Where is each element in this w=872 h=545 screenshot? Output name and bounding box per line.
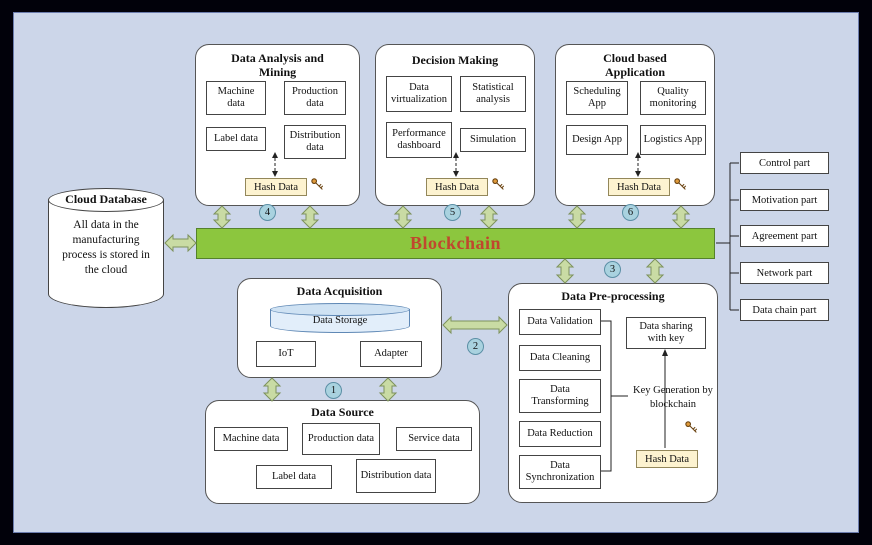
panel-data-source-title: Data Source <box>311 405 374 419</box>
decision-statistical-box: Statistical analysis <box>460 76 526 112</box>
source-machine-data-box: Machine data <box>214 427 288 451</box>
panel-data-acquisition-title: Data Acquisition <box>296 284 383 298</box>
source-production-data-box: Production data <box>302 423 380 455</box>
key-icon <box>673 177 688 197</box>
acquisition-iot-box: IoT <box>256 341 316 367</box>
analysis-machine-data-box: Machine data <box>206 81 266 115</box>
preproc-cleaning-box: Data Cleaning <box>519 345 601 371</box>
preproc-data-sharing-box: Data sharing with key <box>626 317 706 349</box>
right-part-control: Control part <box>740 152 829 174</box>
panel-cloud-application-title: Cloud based Application <box>603 51 667 80</box>
cloudapp-design-box: Design App <box>566 125 628 155</box>
decision-dashboard-box: Performance dashboard <box>386 122 452 158</box>
step-badge-4: 4 <box>259 204 276 221</box>
panel-data-acquisition: Data Acquisition Data Storage IoT Adapte… <box>237 278 442 378</box>
cloud-database-description: All data in the manufacturing process is… <box>62 219 150 276</box>
key-icon <box>310 177 325 197</box>
source-service-data-box: Service data <box>396 427 472 451</box>
panel-data-analysis-title: Data Analysis and Mining <box>231 51 324 80</box>
step-badge-3: 3 <box>604 261 621 278</box>
panel-data-source: Data Source Machine data Production data… <box>205 400 480 504</box>
decision-virtualization-box: Data virtualization <box>386 76 452 112</box>
panel-data-preprocessing: Data Pre-processing Data Validation Data… <box>508 283 718 503</box>
key-icon <box>684 420 699 440</box>
analysis-production-data-box: Production data <box>284 81 346 115</box>
cloud-database-title: Cloud Database <box>65 192 147 206</box>
panel-decision-making-title: Decision Making <box>411 53 499 67</box>
step-badge-2: 2 <box>467 338 484 355</box>
right-part-datachain: Data chain part <box>740 299 829 321</box>
preproc-hash-data-box: Hash Data <box>636 450 698 468</box>
cloudapp-logistics-box: Logistics App <box>640 125 706 155</box>
data-storage-label: Data Storage <box>312 315 368 326</box>
preproc-reduction-box: Data Reduction <box>519 421 601 447</box>
source-distribution-data-box: Distribution data <box>356 459 436 493</box>
data-storage-top <box>270 303 410 316</box>
decision-simulation-box: Simulation <box>460 128 526 152</box>
analysis-hash-data-box: Hash Data <box>245 178 307 196</box>
cloudapp-hash-data-box: Hash Data <box>608 178 670 196</box>
preproc-synchronization-box: Data Synchronization <box>519 455 601 489</box>
blockchain-bar: Blockchain <box>196 228 715 259</box>
right-part-agreement: Agreement part <box>740 225 829 247</box>
decision-hash-data-box: Hash Data <box>426 178 488 196</box>
panel-cloud-application: Cloud based Application Scheduling App Q… <box>555 44 715 206</box>
panel-data-analysis: Data Analysis and Mining Machine data Pr… <box>195 44 360 206</box>
analysis-label-data-box: Label data <box>206 127 266 151</box>
source-label-data-box: Label data <box>256 465 332 489</box>
cloudapp-scheduling-box: Scheduling App <box>566 81 628 115</box>
cloud-database-top <box>48 188 164 212</box>
right-part-network: Network part <box>740 262 829 284</box>
panel-decision-making: Decision Making Data virtualization Stat… <box>375 44 535 206</box>
step-badge-1: 1 <box>325 382 342 399</box>
preproc-validation-box: Data Validation <box>519 309 601 335</box>
blockchain-label: Blockchain <box>409 233 502 253</box>
cloud-database: Cloud Database All data in the manufactu… <box>48 188 164 308</box>
step-badge-5: 5 <box>444 204 461 221</box>
preproc-transforming-box: Data Transforming <box>519 379 601 413</box>
right-part-motivation: Motivation part <box>740 189 829 211</box>
key-icon <box>491 177 506 197</box>
preproc-keygen-label: Key Generation by blockchain <box>633 385 713 410</box>
cloud-database-body <box>48 200 164 308</box>
cloudapp-quality-box: Quality monitoring <box>640 81 706 115</box>
step-badge-6: 6 <box>622 204 639 221</box>
data-storage-cylinder: Data Storage <box>270 303 410 333</box>
panel-data-preprocessing-title: Data Pre-processing <box>561 289 665 303</box>
acquisition-adapter-box: Adapter <box>360 341 422 367</box>
analysis-distribution-data-box: Distribution data <box>284 125 346 159</box>
